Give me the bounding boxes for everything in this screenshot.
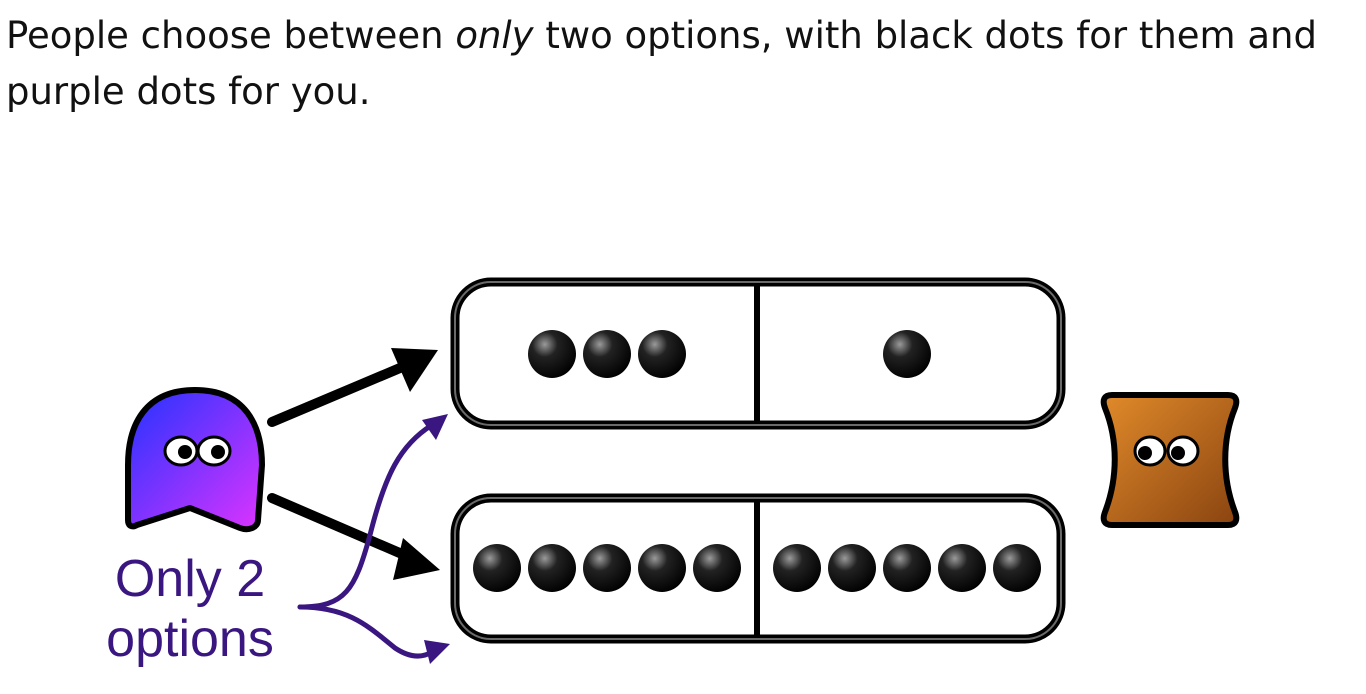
opt2-right-dot — [993, 544, 1041, 592]
option-2-right-dots — [773, 544, 1041, 592]
options-annotation: Only 2 options — [106, 550, 274, 668]
option-2-left-dots — [473, 544, 741, 592]
opt1-right-dot — [883, 330, 931, 378]
opt2-right-dot — [828, 544, 876, 592]
option-1-right-dots — [883, 330, 931, 378]
opt2-left-dot — [638, 544, 686, 592]
option-box-1 — [450, 277, 1066, 430]
caption-after: two options, with black dots for them an… — [6, 14, 1317, 113]
opt2-left-dot — [693, 544, 741, 592]
choice-arrow-top — [267, 348, 438, 427]
option-1-left-dots — [528, 330, 686, 378]
annotation-line-1: Only 2 — [115, 550, 265, 608]
option-box-2 — [450, 493, 1066, 644]
annotation-line-2: options — [106, 610, 274, 668]
opt2-left-dot — [473, 544, 521, 592]
opt1-left-dot — [583, 330, 631, 378]
opt2-right-dot — [773, 544, 821, 592]
opt2-left-dot — [528, 544, 576, 592]
annotation-arrows — [297, 414, 450, 664]
caption: People choose between only two options, … — [6, 8, 1362, 120]
opt1-left-dot — [638, 330, 686, 378]
chooser-ghost-icon — [125, 387, 265, 533]
caption-emphasis: only — [455, 14, 534, 57]
caption-before: People choose between — [6, 14, 456, 57]
opt1-left-dot — [528, 330, 576, 378]
opt2-left-dot — [583, 544, 631, 592]
opt2-right-dot — [883, 544, 931, 592]
opt2-right-dot — [938, 544, 986, 592]
choice-arrow-bottom — [267, 493, 440, 580]
other-agent-icon — [1100, 392, 1240, 528]
